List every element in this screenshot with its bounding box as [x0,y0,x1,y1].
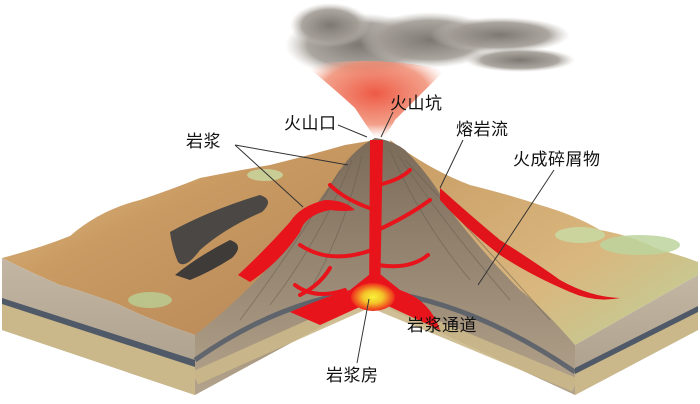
magma-system [238,140,620,330]
label-magma-conduit: 岩浆通道 [407,316,477,336]
label-pyroclastics: 火成碎屑物 [513,150,601,170]
label-crater: 火山坑 [390,94,443,114]
ash-column [305,61,445,142]
label-magma: 岩浆 [186,132,221,152]
leader-lines [234,111,555,364]
smoke-plume [285,3,575,77]
label-crater-mouth: 火山口 [284,114,337,134]
right-terrain-block [390,140,698,395]
label-magma-chamber: 岩浆房 [326,366,379,386]
label-lava-flow: 熔岩流 [456,120,509,140]
